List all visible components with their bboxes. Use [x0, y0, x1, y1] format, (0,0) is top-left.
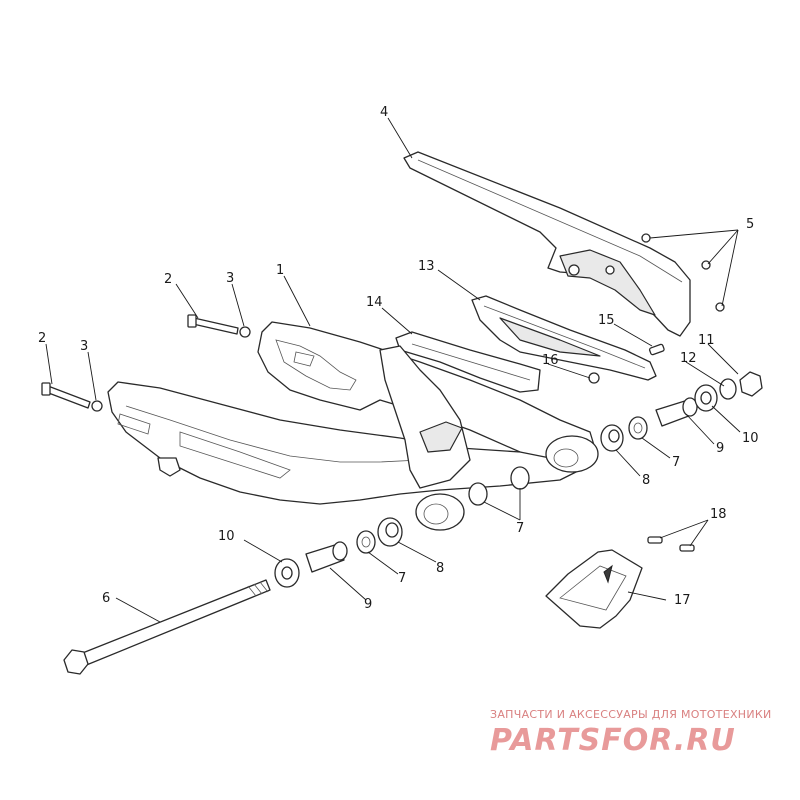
callout-5: 5 [746, 217, 754, 232]
adjuster-nut-upper [239, 326, 251, 338]
chain-slider-part [395, 331, 541, 393]
bearing-upper [600, 424, 624, 452]
watermark-brand: PARTSFOR.RU [490, 723, 736, 758]
callout-2-upper: 2 [164, 272, 172, 287]
callout-9-upper: 9 [716, 441, 724, 456]
callout-8-upper: 8 [642, 473, 650, 488]
guard-bracket-part [545, 549, 643, 629]
callout-9-lower: 9 [364, 597, 372, 612]
callout-1: 1 [276, 263, 284, 278]
callout-7-lower: 7 [398, 571, 406, 586]
bracket-bolts [647, 536, 695, 552]
callout-10-lower: 10 [218, 529, 235, 544]
small-bolt-part [648, 343, 665, 356]
thin-washer-upper [719, 378, 737, 400]
callout-6: 6 [102, 591, 110, 606]
watermark: ЗАПЧАСТИ И АКСЕССУАРЫ ДЛЯ МОТОТЕХНИКИ PA… [490, 708, 772, 758]
callout-16: 16 [542, 353, 559, 368]
callout-18: 18 [710, 507, 727, 522]
callout-13: 13 [418, 259, 435, 274]
callout-10-upper: 10 [742, 431, 759, 446]
adjuster-nut-lower [91, 400, 103, 412]
callout-labels: 4 5 1 2 3 2 3 13 14 15 16 11 12 6 10 9 7… [38, 105, 759, 612]
callout-15: 15 [598, 313, 615, 328]
lower-chain-guard-part [471, 295, 657, 381]
seal-upper [628, 416, 648, 440]
seal-lower [356, 530, 376, 554]
swingarm-part [107, 321, 599, 531]
spacer-upper [655, 397, 698, 427]
callout-14: 14 [366, 295, 383, 310]
callout-3-lower: 3 [80, 339, 88, 354]
seal-mid-left [468, 482, 488, 506]
callout-7-upper: 7 [672, 455, 680, 470]
chain-guard-part [403, 151, 691, 337]
watermark-tagline: ЗАПЧАСТИ И АКСЕССУАРЫ ДЛЯ МОТОТЕХНИКИ [490, 708, 772, 721]
pivot-spindle-part [63, 579, 271, 675]
leader-lines [45, 117, 741, 623]
callout-11: 11 [698, 333, 715, 348]
adjuster-bolt-lower [41, 382, 91, 409]
callout-8-lower: 8 [436, 561, 444, 576]
bearing-lower [377, 517, 403, 547]
seal-mid-right [510, 466, 530, 490]
washer-upper [694, 384, 718, 412]
spindle-nut [739, 371, 763, 397]
washer-lower [274, 558, 300, 588]
callout-4: 4 [380, 105, 388, 120]
callout-7-mid: 7 [516, 521, 524, 536]
callout-3-upper: 3 [226, 271, 234, 286]
spacer-lower [305, 541, 348, 573]
insert-nut-part [588, 372, 600, 384]
adjuster-bolt-upper [187, 314, 239, 335]
callout-2-lower: 2 [38, 331, 46, 346]
callout-17: 17 [674, 593, 691, 608]
callout-12: 12 [680, 351, 697, 366]
